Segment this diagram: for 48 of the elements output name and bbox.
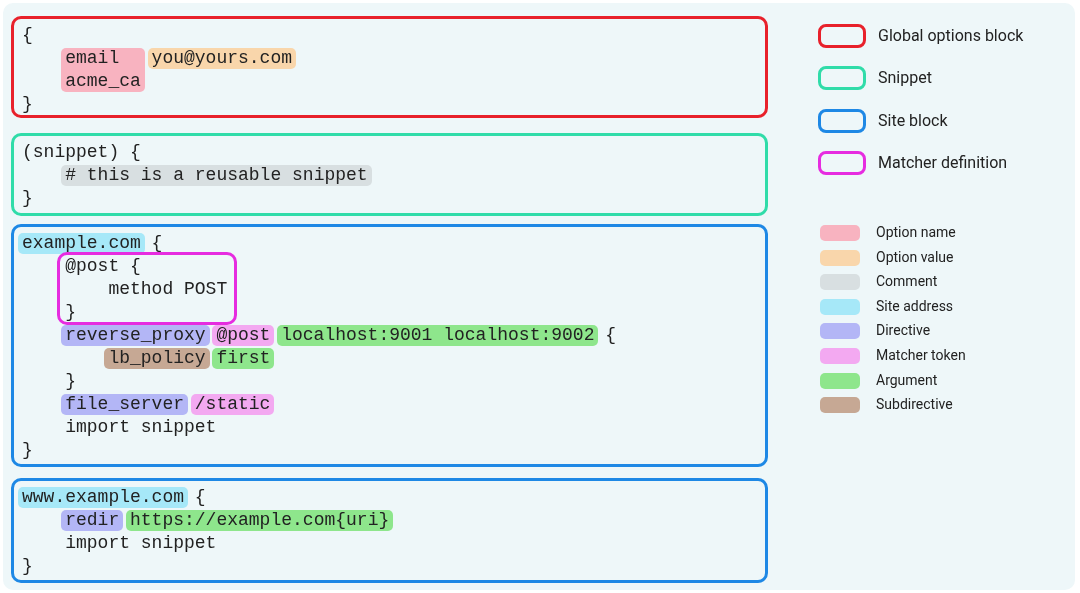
code-text: } [22,555,33,578]
code-text: (snippet) { [22,141,141,164]
legend-label: Matcher token [876,347,966,363]
matcher-token-tag: /static [190,394,275,415]
legend-label: Comment [876,273,938,290]
code-text: method POST [108,278,228,301]
legend-label: Site block [878,111,948,130]
option-name-text: acme_ca [65,70,141,93]
site-address-tag: example.com [18,233,145,254]
matcher-definition-box [57,252,238,325]
legend-label: Global options block [878,26,1024,45]
legend-label: Matcher definition [878,153,1008,172]
code-text: } [65,301,76,324]
option-name-tag [61,48,145,92]
code-text: { [605,324,616,347]
legend-label: Subdirective [876,396,953,413]
code-text: } [22,93,33,116]
code-text: { [151,232,163,255]
code-block-box [11,16,768,118]
code-block-box [11,133,768,216]
code-text: { [194,486,206,509]
directive-tag: redir [61,510,124,531]
argument-tag: localhost:9001 localhost:9002 [277,325,599,346]
directive-tag: file_server [61,394,188,415]
legend-label: Argument [876,371,938,388]
option-value-tag: you@yours.com [147,48,297,69]
argument-tag: https://example.com{uri} [126,510,394,531]
option-name-text: email [65,47,121,70]
subdirective-tag: lb_policy [104,348,210,369]
legend-label: Site address [876,297,954,314]
argument-tag: first [212,348,275,369]
matcher-token-tag: @post [212,325,275,346]
legend-label: Directive [876,322,931,339]
code-text: { [22,24,33,47]
comment-tag: # this is a reusable snippet [61,165,372,186]
code-text: } [22,439,33,462]
code-text: @post { [65,255,141,278]
code-text: } [65,370,76,393]
directive-tag: reverse_proxy [61,325,210,346]
site-address-tag: www.example.com [18,487,189,508]
code-text: import snippet [65,416,217,439]
code-block-box [11,478,768,583]
legend-label: Option value [876,248,954,265]
legend-label: Option name [876,224,956,240]
code-text: import snippet [65,532,217,555]
code-block-box [11,224,768,467]
legend-label: Snippet [878,68,932,87]
code-text: } [22,187,33,210]
